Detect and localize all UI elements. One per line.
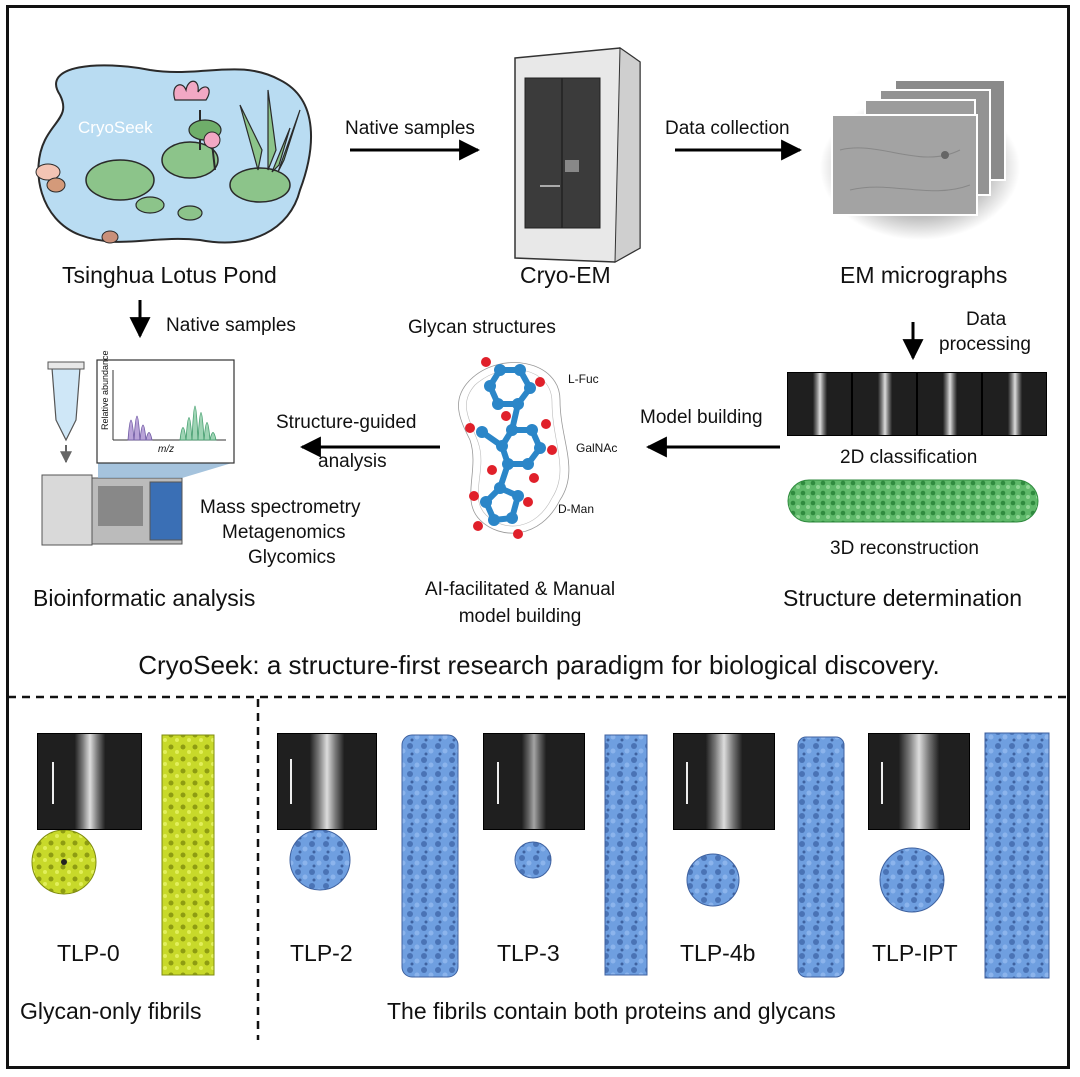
data-collection-label: Data collection	[665, 118, 790, 139]
micrograph-stack	[820, 79, 1020, 240]
spectrum-ylabel: Relative abundance	[100, 350, 110, 430]
model-building-caption-2: model building	[458, 606, 582, 627]
micrographs-label: EM micrographs	[840, 262, 1008, 288]
protein-glycan-caption: The fibrils contain both proteins and gl…	[387, 998, 836, 1024]
tlp4b-2d-class-average	[673, 733, 775, 830]
galnac-label: GalNAc	[576, 441, 618, 455]
tlp4b-label: TLP-4b	[680, 940, 756, 966]
pond-label: Tsinghua Lotus Pond	[62, 262, 277, 288]
figure-border	[6, 5, 1070, 1069]
structure-guided-label-1: Structure-guided	[276, 412, 417, 433]
native-samples-label: Native samples	[345, 118, 475, 139]
native-samples-down-label: Native samples	[166, 315, 296, 336]
class2d-panel	[787, 372, 852, 436]
bioinformatic-caption: Bioinformatic analysis	[33, 585, 256, 611]
data-processing-label-1: Data	[966, 309, 1007, 330]
metagenomics-label: Metagenomics	[222, 522, 346, 543]
glycan-molecule-model	[458, 357, 570, 539]
mass-spectrum-plot	[96, 359, 235, 464]
structure-guided-label-2: analysis	[318, 451, 387, 472]
tlp2-fibril-model	[289, 734, 459, 978]
glycan-title: Glycan structures	[408, 317, 556, 338]
tlp2-2d-class-average	[277, 733, 377, 830]
recon3d-label: 3D reconstruction	[830, 538, 979, 559]
tlp0-label: TLP-0	[57, 940, 120, 966]
tlp4b-fibril-model	[686, 736, 845, 978]
tlp2-label: TLP-2	[290, 940, 353, 966]
sample-tube	[47, 361, 85, 464]
structure-caption: Structure determination	[783, 585, 1023, 611]
tlpipt-fibril-model	[879, 732, 1050, 979]
spectrum-xlabel: m/z	[158, 444, 175, 455]
microscope-label: Cryo-EM	[520, 262, 611, 288]
model-building-caption-1: AI-facilitated & Manual	[424, 579, 616, 600]
data-processing-label-2: processing	[939, 334, 1031, 355]
lotus-pond-illustration	[35, 64, 313, 244]
class2d-label: 2D classification	[840, 447, 978, 468]
glycomics-label: Glycomics	[248, 547, 336, 568]
glycan-only-caption: Glycan-only fibrils	[20, 998, 202, 1024]
headline: CryoSeek: a structure-first research par…	[138, 650, 940, 680]
tlp0-2d-class-average	[37, 733, 142, 830]
3d-reconstruction-fibril	[787, 479, 1039, 523]
mass-spectrometer	[41, 463, 232, 546]
class2d-panel	[982, 372, 1047, 436]
pond-watermark: CryoSeek	[78, 118, 153, 137]
tlpipt-2d-class-average	[868, 733, 970, 830]
tlp3-label: TLP-3	[497, 940, 560, 966]
tlpipt-label: TLP-IPT	[872, 940, 958, 966]
mass-spec-label: Mass spectrometry	[200, 497, 361, 518]
man-label: D-Man	[558, 502, 595, 516]
fuc-label: L-Fuc	[568, 372, 599, 386]
model-building-label: Model building	[640, 407, 763, 428]
tlp0-fibril-model	[31, 734, 215, 976]
class2d-panel	[917, 372, 982, 436]
tlp3-fibril-model	[514, 734, 648, 976]
class2d-panel	[852, 372, 917, 436]
tlp3-2d-class-average	[483, 733, 585, 830]
cryo-em-microscope	[514, 47, 641, 263]
